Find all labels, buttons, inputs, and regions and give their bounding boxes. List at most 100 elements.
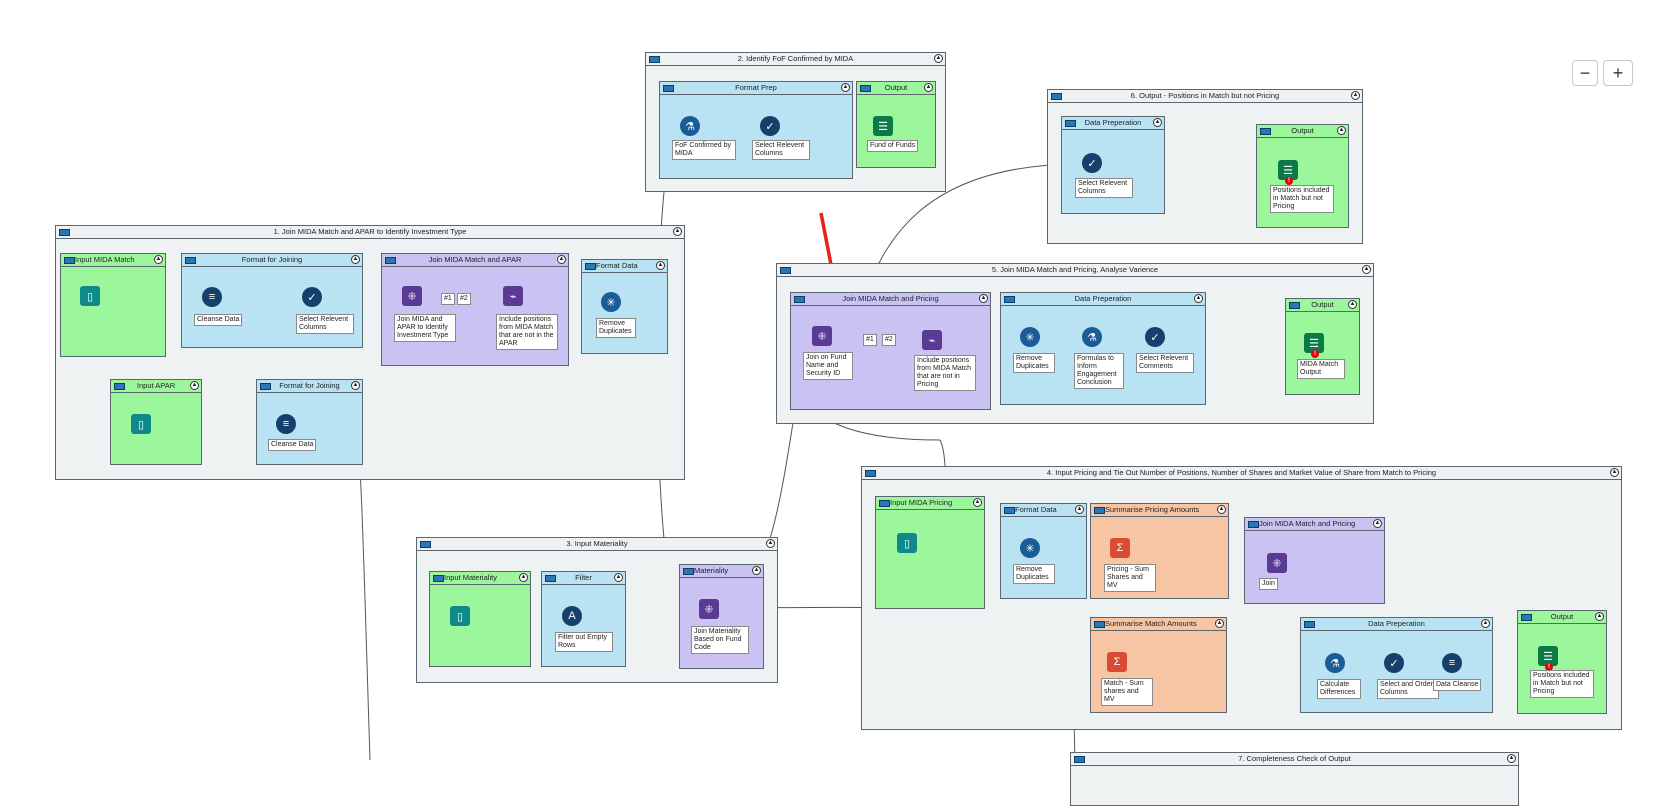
collapse-toggle-icon[interactable]: ▲ bbox=[1153, 118, 1162, 127]
collapse-toggle-icon[interactable]: ▲ bbox=[1215, 619, 1224, 628]
join-tool-icon[interactable]: ⁜ bbox=[1267, 553, 1287, 573]
container-completeness-check[interactable]: 7. Completeness Check of Output▲ bbox=[1070, 752, 1519, 806]
output-document-icon[interactable]: ☰ bbox=[873, 116, 893, 136]
cleanse-tool-icon[interactable]: ≡ bbox=[1442, 653, 1462, 673]
container-filter[interactable]: Filter ▲ bbox=[541, 571, 626, 667]
zoom-in-button[interactable]: + bbox=[1603, 60, 1633, 86]
container-join-mida-pricing[interactable]: Join MIDA Match and Pricing ▲ bbox=[790, 292, 991, 410]
container-icon bbox=[59, 229, 70, 236]
collapse-toggle-icon[interactable]: ▲ bbox=[841, 83, 850, 92]
union-tool-icon[interactable]: ⌁ bbox=[503, 286, 523, 306]
output-document-icon[interactable]: ☰ bbox=[1278, 160, 1298, 180]
zoom-out-button[interactable]: − bbox=[1572, 60, 1598, 86]
container-title: Summarise Pricing Amounts bbox=[1105, 505, 1200, 514]
union-tool-icon[interactable]: ⌁ bbox=[922, 330, 942, 350]
tool-label: Select Relevent Columns bbox=[1075, 178, 1133, 198]
container-title: Join MIDA Match and Pricing bbox=[842, 294, 939, 303]
join-tool-icon[interactable]: ⁜ bbox=[402, 286, 422, 306]
cleanse-tool-icon[interactable]: ≡ bbox=[276, 414, 296, 434]
collapse-toggle-icon[interactable]: ▲ bbox=[924, 83, 933, 92]
cleanse-tool-icon[interactable]: ≡ bbox=[202, 287, 222, 307]
select-tool-icon[interactable]: ✓ bbox=[1082, 153, 1102, 173]
container-input-materiality-sub[interactable]: Input Materiality▲ bbox=[429, 571, 531, 667]
container-input-mida-pricing[interactable]: Input MIDA Pricing▲ bbox=[875, 496, 985, 609]
collapse-toggle-icon[interactable]: ▲ bbox=[973, 498, 982, 507]
select-tool-icon[interactable]: ✓ bbox=[760, 116, 780, 136]
tool-label: Join bbox=[1259, 578, 1278, 590]
container-format-for-joining-apar[interactable]: Format for Joining ▲ bbox=[256, 379, 363, 465]
collapse-toggle-icon[interactable]: ▲ bbox=[1507, 754, 1516, 763]
collapse-toggle-icon[interactable]: ▲ bbox=[656, 261, 665, 270]
container-title: Summarise Match Amounts bbox=[1105, 619, 1197, 628]
select-tool-icon[interactable]: ✓ bbox=[302, 287, 322, 307]
container-title: Output bbox=[1550, 612, 1574, 621]
container-input-pricing-tie-out[interactable]: 4. Input Pricing and Tie Out Number of P… bbox=[861, 466, 1622, 730]
collapse-toggle-icon[interactable]: ▲ bbox=[1075, 505, 1084, 514]
collapse-toggle-icon[interactable]: ▲ bbox=[766, 539, 775, 548]
container-title: Format for Joining bbox=[279, 381, 340, 390]
collapse-toggle-icon[interactable]: ▲ bbox=[673, 227, 682, 236]
formula-flask-icon[interactable]: ⚗ bbox=[1082, 327, 1102, 347]
formula-flask-icon[interactable]: ⚗ bbox=[1325, 653, 1345, 673]
collapse-toggle-icon[interactable]: ▲ bbox=[1595, 612, 1604, 621]
container-output-4[interactable]: Output ▲ bbox=[1517, 610, 1607, 714]
collapse-toggle-icon[interactable]: ▲ bbox=[1373, 519, 1382, 528]
container-format-data-4[interactable]: Format Data▲ bbox=[1000, 503, 1087, 599]
tool-label: Positions included in Match but not Pric… bbox=[1530, 670, 1594, 698]
tool-label: Remove Duplicates bbox=[1013, 353, 1055, 373]
unique-tool-icon[interactable]: ✳ bbox=[1020, 327, 1040, 347]
warning-icon: ! bbox=[1545, 663, 1553, 671]
output-document-icon[interactable]: ☰ bbox=[1538, 646, 1558, 666]
input-book-icon[interactable]: ▯ bbox=[131, 414, 151, 434]
formula-flask-icon[interactable]: ⚗ bbox=[680, 116, 700, 136]
collapse-toggle-icon[interactable]: ▲ bbox=[1337, 126, 1346, 135]
collapse-toggle-icon[interactable]: ▲ bbox=[1481, 619, 1490, 628]
tool-label: Select and Order Columns bbox=[1377, 679, 1439, 699]
output-document-icon[interactable]: ☰ bbox=[1304, 333, 1324, 353]
collapse-toggle-icon[interactable]: ▲ bbox=[1351, 91, 1360, 100]
container-title: Output bbox=[1291, 126, 1314, 135]
tool-label: Remove Duplicates bbox=[1013, 564, 1055, 584]
collapse-toggle-icon[interactable]: ▲ bbox=[557, 255, 566, 264]
collapse-toggle-icon[interactable]: ▲ bbox=[351, 255, 360, 264]
input-book-icon[interactable]: ▯ bbox=[897, 533, 917, 553]
container-join-mida-match-apar[interactable]: Join MIDA Match and APAR ▲ bbox=[381, 253, 569, 366]
collapse-toggle-icon[interactable]: ▲ bbox=[1348, 300, 1357, 309]
collapse-toggle-icon[interactable]: ▲ bbox=[979, 294, 988, 303]
collapse-toggle-icon[interactable]: ▲ bbox=[519, 573, 528, 582]
container-join-mida-match-pricing-4[interactable]: Join MIDA Match and Pricing▲ bbox=[1244, 517, 1385, 604]
container-input-apar[interactable]: Input APAR ▲ bbox=[110, 379, 202, 465]
unique-tool-icon[interactable]: ✳ bbox=[601, 292, 621, 312]
select-tool-icon[interactable]: ✓ bbox=[1384, 653, 1404, 673]
container-input-mida-match[interactable]: Input MIDA Match▲ bbox=[60, 253, 166, 357]
collapse-toggle-icon[interactable]: ▲ bbox=[351, 381, 360, 390]
container-format-data[interactable]: Format Data▲ bbox=[581, 259, 668, 354]
container-title: Input APAR bbox=[136, 381, 176, 390]
collapse-toggle-icon[interactable]: ▲ bbox=[1194, 294, 1203, 303]
collapse-toggle-icon[interactable]: ▲ bbox=[190, 381, 199, 390]
collapse-toggle-icon[interactable]: ▲ bbox=[934, 54, 943, 63]
unique-tool-icon[interactable]: ✳ bbox=[1020, 538, 1040, 558]
tool-label: Cleanse Data bbox=[194, 314, 243, 326]
input-book-icon[interactable]: ▯ bbox=[450, 606, 470, 626]
collapse-toggle-icon[interactable]: ▲ bbox=[614, 573, 623, 582]
tool-label: Select Relevent Columns bbox=[752, 140, 810, 160]
tool-label: Match - Sum shares and MV bbox=[1101, 678, 1153, 706]
input-book-icon[interactable]: ▯ bbox=[80, 286, 100, 306]
container-title: Join MIDA Match and APAR bbox=[428, 255, 522, 264]
filter-tool-icon[interactable]: A bbox=[562, 606, 582, 626]
summarise-sigma-icon[interactable]: Σ bbox=[1110, 538, 1130, 558]
collapse-toggle-icon[interactable]: ▲ bbox=[1362, 265, 1371, 274]
collapse-toggle-icon[interactable]: ▲ bbox=[1610, 468, 1619, 477]
collapse-toggle-icon[interactable]: ▲ bbox=[752, 566, 761, 575]
container-output-fof[interactable]: Output▲ bbox=[856, 81, 936, 168]
join-tool-icon[interactable]: ⁜ bbox=[812, 326, 832, 346]
select-tool-icon[interactable]: ✓ bbox=[1145, 327, 1165, 347]
container-title: Filter bbox=[575, 573, 592, 582]
join-tool-icon[interactable]: ⁜ bbox=[699, 599, 719, 619]
container-format-prep[interactable]: Format Prep▲ bbox=[659, 81, 853, 179]
container-data-preperation-6[interactable]: Data Preperation▲ bbox=[1061, 116, 1165, 214]
summarise-sigma-icon[interactable]: Σ bbox=[1107, 652, 1127, 672]
collapse-toggle-icon[interactable]: ▲ bbox=[1217, 505, 1226, 514]
collapse-toggle-icon[interactable]: ▲ bbox=[154, 255, 163, 264]
